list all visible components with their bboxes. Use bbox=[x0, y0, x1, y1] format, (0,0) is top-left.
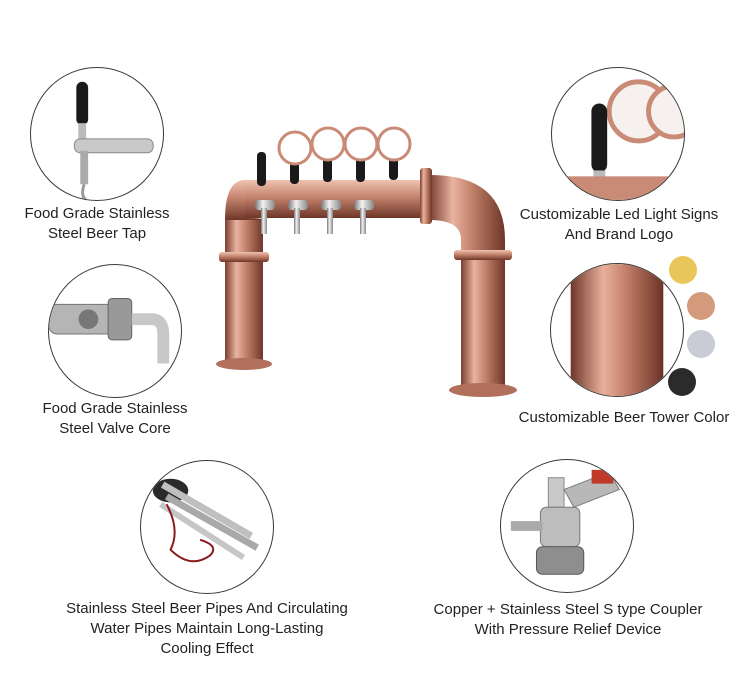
beer-tower-image bbox=[216, 126, 517, 397]
coupler-detail-circle bbox=[500, 459, 634, 593]
rose-gold-swatch bbox=[687, 292, 715, 320]
silver-swatch bbox=[687, 330, 715, 358]
beer-tap-caption: Food Grade Stainless Steel Beer Tap bbox=[24, 205, 170, 242]
tower-color-caption: Customizable Beer Tower Color bbox=[518, 409, 730, 426]
beer-pipes-detail-circle bbox=[140, 460, 274, 594]
black-swatch bbox=[668, 368, 696, 396]
tower-color-detail-circle bbox=[550, 263, 684, 397]
beer-tap-detail-circle bbox=[30, 67, 164, 201]
gold-swatch bbox=[669, 256, 697, 284]
coupler-caption: Copper + Stainless Steel S type Coupler … bbox=[433, 601, 703, 638]
led-signs-caption: Customizable Led Light Signs And Brand L… bbox=[519, 206, 719, 243]
valve-core-detail-circle bbox=[48, 264, 182, 398]
beer-pipes-caption: Stainless Steel Beer Pipes And Circulati… bbox=[66, 600, 348, 657]
valve-core-caption: Food Grade Stainless Steel Valve Core bbox=[42, 400, 188, 437]
led-signs-detail-circle bbox=[551, 67, 685, 201]
